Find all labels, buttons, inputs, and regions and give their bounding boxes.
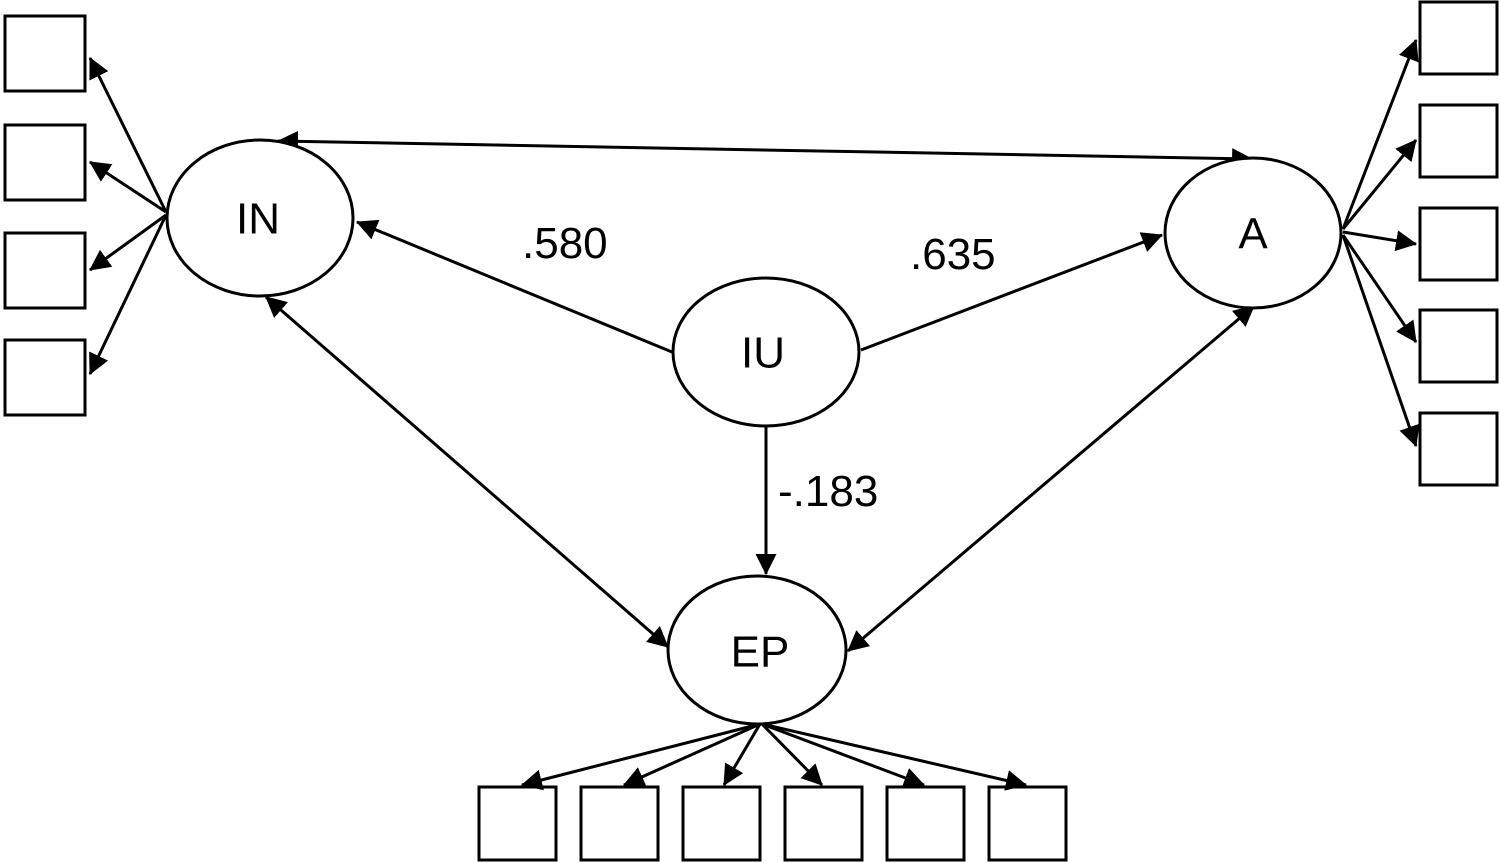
latent-iu-label: IU — [741, 329, 785, 378]
in-indicator-4 — [3, 338, 87, 417]
latent-a-label: A — [1238, 210, 1268, 259]
ep-indicator-6 — [987, 785, 1068, 862]
coef-iu-in: .580 — [522, 219, 608, 268]
ep-indicator-4 — [783, 785, 864, 862]
path-iu-to-a — [860, 232, 1163, 352]
in-loading-1 — [88, 57, 168, 213]
a-indicator-5 — [1418, 411, 1499, 487]
in-indicator-2 — [3, 123, 87, 202]
a-indicator-2 — [1418, 103, 1499, 179]
latent-ep-label: EP — [731, 628, 790, 677]
ep-loading-3 — [722, 723, 762, 786]
in-loading-2 — [89, 160, 167, 214]
coef-iu-ep: -.183 — [778, 467, 878, 516]
a-indicator-1 — [1418, 0, 1499, 76]
ep-loading-4 — [760, 722, 824, 787]
in-loading-4 — [88, 214, 168, 375]
latent-in-label: IN — [236, 195, 280, 244]
coef-iu-a: .635 — [910, 230, 996, 279]
ep-loading-6 — [761, 722, 1028, 791]
cov-in-a — [276, 130, 1254, 170]
latent-a — [1163, 156, 1343, 310]
ep-loading-2 — [623, 722, 761, 787]
path-iu-to-in — [356, 219, 673, 354]
latent-ep — [666, 574, 848, 726]
ep-indicator-1 — [477, 785, 558, 862]
ep-indicator-2 — [579, 785, 660, 862]
a-indicator-3 — [1418, 206, 1499, 282]
ep-loading-5 — [761, 722, 925, 788]
a-loading-4 — [1341, 234, 1418, 343]
a-loading-5 — [1341, 234, 1420, 447]
latent-in — [165, 138, 355, 298]
in-indicator-1 — [3, 14, 87, 93]
ep-loading-1 — [520, 722, 761, 791]
a-loading-3 — [1342, 230, 1418, 252]
in-indicator-3 — [3, 231, 87, 310]
latent-iu — [671, 276, 861, 428]
a-loading-2 — [1341, 139, 1418, 230]
cov-a-ep — [847, 304, 1255, 653]
ep-indicator-5 — [885, 785, 966, 862]
a-indicator-4 — [1418, 308, 1499, 384]
cov-in-ep — [265, 295, 669, 649]
in-loading-3 — [89, 213, 167, 272]
ep-indicator-3 — [681, 785, 762, 862]
a-loading-1 — [1341, 39, 1419, 230]
